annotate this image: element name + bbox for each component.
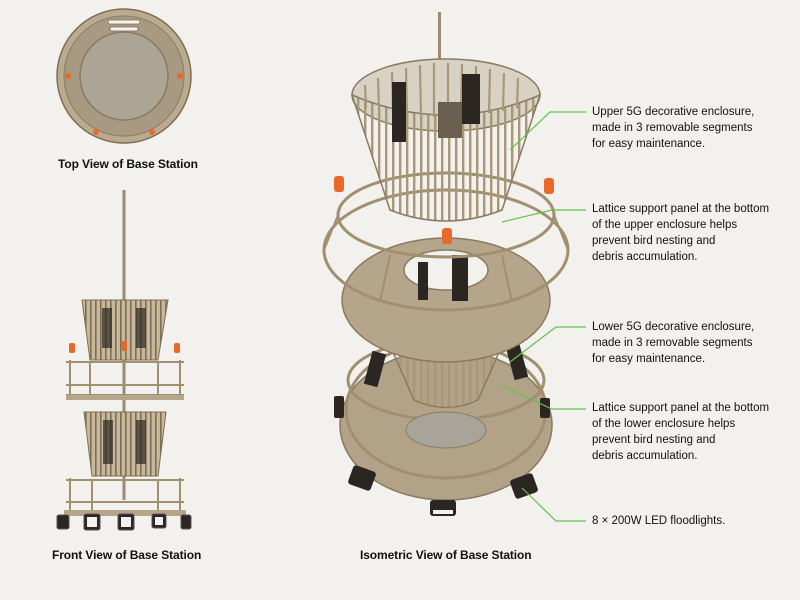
top-view-caption: Top View of Base Station	[58, 157, 198, 171]
callout-line: Lower 5G decorative enclosure,	[592, 321, 755, 333]
callout-line: made in 3 removable segments	[592, 337, 753, 349]
leader-lines	[499, 111, 586, 522]
callout-line: of the upper enclosure helps	[592, 219, 738, 231]
callout-lower-lattice: Lattice support panel at the bottom of t…	[592, 400, 769, 464]
callout-line: of the lower enclosure helps	[592, 418, 736, 430]
front-view-drawing	[56, 190, 192, 531]
callout-line: debris accumulation.	[592, 251, 698, 263]
callout-line: 8 × 200W LED floodlights.	[592, 515, 726, 527]
callout-upper-enclosure: Upper 5G decorative enclosure, made in 3…	[592, 104, 754, 152]
callout-line: for easy maintenance.	[592, 138, 706, 150]
callout-line: debris accumulation.	[592, 450, 698, 462]
callout-upper-lattice: Lattice support panel at the bottom of t…	[592, 201, 769, 265]
callout-lower-enclosure: Lower 5G decorative enclosure, made in 3…	[592, 319, 754, 367]
isometric-view-caption: Isometric View of Base Station	[360, 548, 532, 562]
top-view-drawing	[56, 8, 192, 144]
callout-line: made in 3 removable segments	[592, 122, 753, 134]
callout-line: prevent bird nesting and	[592, 434, 716, 446]
callout-line: for easy maintenance.	[592, 353, 706, 365]
callout-line: Lattice support panel at the bottom	[592, 402, 770, 414]
front-view-caption: Front View of Base Station	[52, 548, 202, 562]
callout-line: prevent bird nesting and	[592, 235, 716, 247]
callout-line: Upper 5G decorative enclosure,	[592, 106, 755, 118]
callout-line: Lattice support panel at the bottom	[592, 203, 770, 215]
callout-floodlights: 8 × 200W LED floodlights.	[592, 513, 725, 529]
isometric-view-drawing	[322, 12, 570, 516]
